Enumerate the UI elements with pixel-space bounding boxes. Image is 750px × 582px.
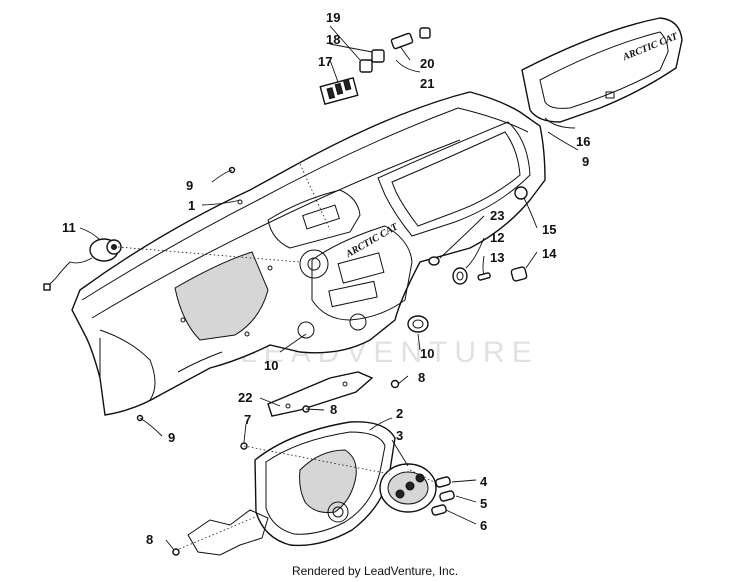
- callout-9-bottom-left: 9: [168, 430, 175, 445]
- dash-panel[interactable]: ARCTIC CAT: [71, 91, 546, 416]
- callout-2: 2: [396, 406, 403, 421]
- callout-7: 7: [244, 412, 251, 427]
- callout-15: 15: [542, 222, 556, 237]
- callout-4: 4: [480, 474, 488, 489]
- callout-16: 16: [576, 134, 590, 149]
- callout-11: 11: [62, 220, 76, 235]
- callout-21: 21: [420, 76, 434, 91]
- callout-8-middle: 8: [330, 402, 337, 417]
- lower-bracket: [171, 509, 269, 556]
- callout-6: 6: [480, 518, 487, 533]
- callout-5: 5: [480, 496, 487, 511]
- callout-19: 19: [326, 10, 340, 25]
- callout-8-lower: 8: [146, 532, 153, 547]
- callout-22: 22: [238, 390, 252, 405]
- callout-3: 3: [396, 428, 403, 443]
- callout-23: 23: [490, 208, 504, 223]
- callout-10-right: 10: [420, 346, 434, 361]
- callout-17: 17: [318, 54, 332, 69]
- callout-20: 20: [420, 56, 434, 71]
- glove-box-door[interactable]: ARCTIC CAT: [521, 17, 683, 123]
- callout-9-top-left: 9: [186, 178, 193, 193]
- indicator-bulbs[interactable]: [431, 476, 455, 516]
- switch-block[interactable]: [319, 27, 431, 105]
- mounting-bracket[interactable]: [267, 371, 374, 417]
- callout-9-top-right: 9: [582, 154, 589, 169]
- leader-lines: [79, 25, 579, 551]
- ignition-switch[interactable]: [43, 238, 122, 291]
- callout-13: 13: [490, 250, 504, 265]
- callout-18: 18: [326, 32, 340, 47]
- footer-credit: Rendered by LeadVenture, Inc.: [291, 564, 459, 578]
- callout-1: 1: [188, 198, 195, 213]
- callout-12: 12: [490, 230, 504, 245]
- callout-8-upper: 8: [418, 370, 425, 385]
- callout-14: 14: [542, 246, 557, 261]
- gauge-cluster[interactable]: [379, 463, 437, 513]
- callout-10-left: 10: [264, 358, 278, 373]
- gauge-bezel[interactable]: [254, 421, 396, 547]
- callout-labels: 19 18 17 20 21 16 9 9 1 11 23 15 12 14 1…: [62, 10, 590, 547]
